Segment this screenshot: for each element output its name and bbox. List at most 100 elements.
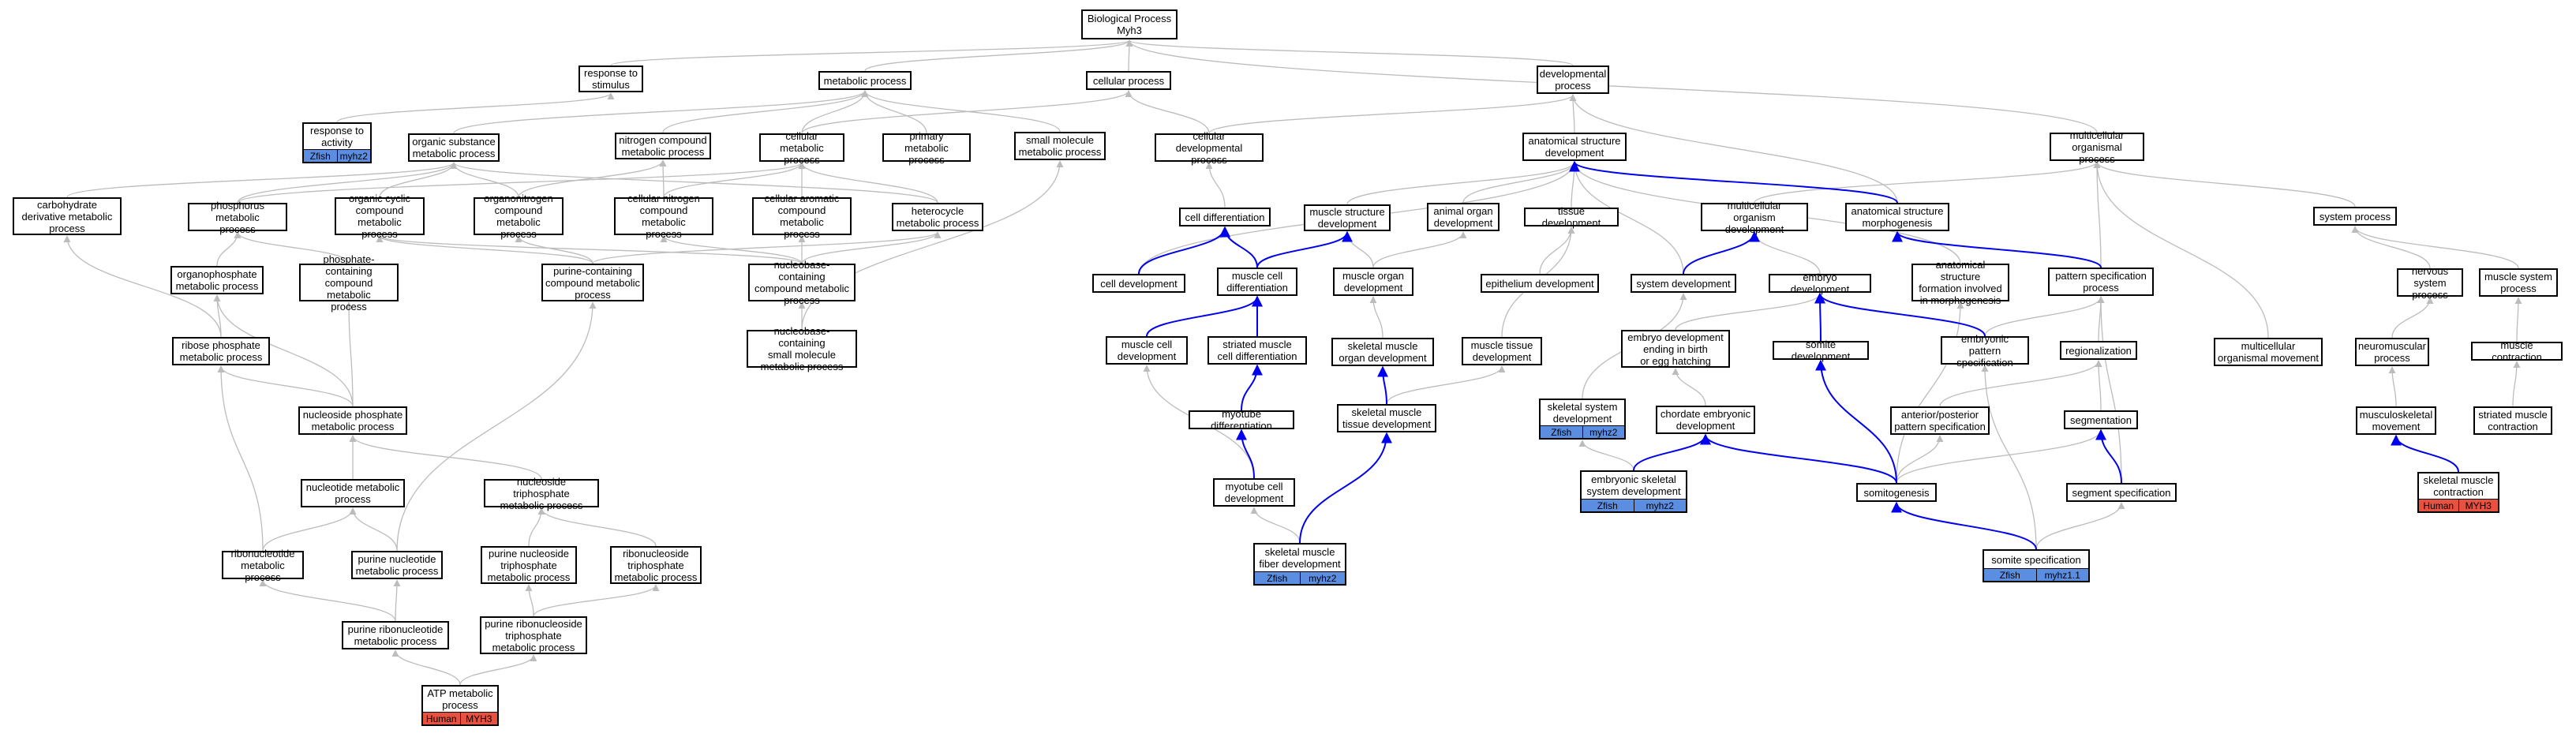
edge-purine_nucleotide-to-nucleotide xyxy=(349,507,398,552)
term-node-anat-morph[interactable]: anatomical structure morphogenesis xyxy=(1845,203,1949,231)
edge-embryo_skel-to-skel_sys_dev xyxy=(1578,440,1634,471)
term-node-nucleoside-tri[interactable]: nucleoside triphosphate metabolic proces… xyxy=(484,476,599,511)
edge-embryo_skel-to-chordate xyxy=(1633,433,1711,471)
term-node-embryo-birth[interactable]: embryo development ending in birth or eg… xyxy=(1621,330,1730,368)
term-node-anim-organ[interactable]: animal organ development xyxy=(1427,203,1500,231)
term-node-carb[interactable]: carbohydrate derivative metabolic proces… xyxy=(13,197,122,235)
term-node-phos-cont[interactable]: phosphate-containing compound metabolic … xyxy=(299,253,399,312)
edge-cell_dev_proc-to-dev_proc xyxy=(1208,94,1577,134)
species-tag: Zfish xyxy=(1582,499,1634,511)
term-node-org-sub[interactable]: organic substance metabolic process xyxy=(408,133,500,162)
term-node-musc-struct[interactable]: muscle structure development xyxy=(1304,204,1391,231)
term-node-nitro[interactable]: nitrogen compound metabolic process xyxy=(615,133,711,159)
edge-purine_cont-to-organonitro xyxy=(515,235,593,264)
term-node-organonitro[interactable]: organonitrogen compound metabolic proces… xyxy=(474,193,564,240)
term-node-nucleoside-phos[interactable]: nucleoside phosphate metabolic process xyxy=(298,406,407,435)
term-node-striated-contr[interactable]: striated muscle contraction xyxy=(2473,406,2552,435)
species-tag: Zfish xyxy=(1255,571,1300,584)
term-node-purine-rns-tri[interactable]: purine ribonucleoside triphosphate metab… xyxy=(480,616,587,654)
term-node-segmentation[interactable]: segmentation xyxy=(2064,410,2138,429)
term-node-myotube-dev[interactable]: myotube cell development xyxy=(1213,478,1295,507)
term-node-embryo-dev[interactable]: embryo development xyxy=(1769,271,1871,295)
edge-prim_met-to-metab xyxy=(861,90,927,134)
term-node-myotube-diff[interactable]: myotube differentiation xyxy=(1189,408,1294,432)
gene-tag: myhz2 xyxy=(336,149,370,162)
term-node-phos[interactable]: phosphorus metabolic process xyxy=(188,200,287,235)
species-tag: Human xyxy=(2419,499,2458,511)
term-node-pattern[interactable]: pattern specification process xyxy=(2048,268,2154,296)
term-node-nucleobase-small[interactable]: nucleobase-containing small molecule met… xyxy=(747,325,857,372)
term-node-multi-org-dev[interactable]: multicellular organism development xyxy=(1701,200,1808,235)
edge-purine_cont-to-org_cyc xyxy=(376,235,593,264)
term-node-striated-diff[interactable]: striated muscle cell differentiation xyxy=(1208,336,1307,365)
term-node-sys-dev[interactable]: system development xyxy=(1631,274,1736,293)
term-node-cell-nitro[interactable]: cellular nitrogen compound metabolic pro… xyxy=(614,193,713,240)
term-node-prim-met[interactable]: primary metabolic process xyxy=(882,130,971,166)
term-node-atp[interactable]: ATP metabolic process xyxy=(421,685,499,712)
term-node-epith[interactable]: epithelium development xyxy=(1481,274,1599,293)
edge-resp_act-to-resp_stim xyxy=(336,92,615,123)
term-node-somite-dev[interactable]: somite development xyxy=(1773,339,1869,362)
term-node-musc-cell-dev[interactable]: muscle cell development xyxy=(1106,336,1188,365)
term-node-nucleotide[interactable]: nucleotide metabolic process xyxy=(301,479,405,507)
edge-metab-to-bp xyxy=(864,39,1133,72)
term-node-cell-proc[interactable]: cellular process xyxy=(1086,71,1171,90)
term-node-chordate[interactable]: chordate embryonic development xyxy=(1656,406,1755,434)
edge-somite_spec-to-segment_spec xyxy=(2035,502,2125,550)
term-node-somite-spec[interactable]: somite specification xyxy=(1983,549,2090,568)
term-node-purine-cont[interactable]: purine-containing compound metabolic pro… xyxy=(541,264,644,301)
term-node-ant-post[interactable]: anterior/posterior pattern specification xyxy=(1890,406,1990,435)
term-node-purine-ns-tri[interactable]: purine nucleoside triphosphate metabolic… xyxy=(481,546,577,584)
gene-tag: MYH3 xyxy=(459,712,497,724)
term-node-purine-ribonucleotide[interactable]: purine ribonucleotide metabolic process xyxy=(342,621,449,649)
term-node-musc-contr[interactable]: muscle contraction xyxy=(2471,339,2563,363)
term-node-cell-dev-proc[interactable]: cellular developmental process xyxy=(1155,130,1264,166)
term-node-skel-sys-dev[interactable]: skeletal system development xyxy=(1539,399,1626,425)
term-node-resp-act[interactable]: response to activity xyxy=(302,122,372,149)
term-node-somitogenesis[interactable]: somitogenesis xyxy=(1856,483,1937,502)
term-node-skel-organ[interactable]: skeletal muscle organ development xyxy=(1331,338,1434,366)
term-node-nerv-sys[interactable]: nervous system process xyxy=(2397,265,2463,301)
term-node-nucleobase-cont[interactable]: nucleobase-containing compound metabolic… xyxy=(748,259,856,306)
term-node-musc-cell-diff[interactable]: muscle cell differentiation xyxy=(1217,268,1297,296)
term-node-small-mol[interactable]: small molecule metabolic process xyxy=(1014,132,1106,160)
term-node-purine-nucleotide[interactable]: purine nucleotide metabolic process xyxy=(351,551,443,579)
term-node-bp[interactable]: Biological Process Myh3 xyxy=(1081,9,1178,39)
term-node-cell-dev[interactable]: cell development xyxy=(1092,274,1185,293)
term-node-ribose[interactable]: ribose phosphate metabolic process xyxy=(172,337,270,365)
term-node-metab[interactable]: metabolic process xyxy=(818,71,912,90)
term-node-org-cyc[interactable]: organic cyclic compound metabolic proces… xyxy=(335,193,425,240)
edge-purine_ribonucleotide-to-purine_nucleotide xyxy=(393,579,401,622)
term-node-cell-arom[interactable]: cellular aromatic compound metabolic pro… xyxy=(752,193,852,240)
term-node-segment-spec[interactable]: segment specification xyxy=(2066,483,2177,502)
term-node-anat-form[interactable]: anatomical structure formation involved … xyxy=(1911,259,2009,306)
term-node-resp-stim[interactable]: response to stimulus xyxy=(578,65,643,92)
term-node-embryo-pattern[interactable]: embryonic pattern specification xyxy=(1941,333,2029,369)
term-node-regional[interactable]: regionalization xyxy=(2060,341,2137,360)
term-node-musc-organ[interactable]: muscle organ development xyxy=(1333,268,1413,296)
term-node-hetero[interactable]: heterocycle metabolic process xyxy=(892,203,983,231)
term-node-ribonucleotide[interactable]: ribonucleotide metabolic process xyxy=(222,548,304,583)
term-node-multi-org[interactable]: multicellular organismal process xyxy=(2050,129,2144,165)
term-node-embryo-skel[interactable]: embryonic skeletal system development xyxy=(1580,470,1687,499)
term-node-skel-contr[interactable]: skeletal muscle contraction xyxy=(2417,472,2499,499)
term-node-multi-move[interactable]: multicellular organismal movement xyxy=(2214,338,2323,366)
term-node-sys-proc[interactable]: system process xyxy=(2313,207,2397,226)
term-node-dev-proc[interactable]: developmental process xyxy=(1537,65,1609,94)
term-node-cell-met[interactable]: cellular metabolic process xyxy=(759,130,844,166)
term-node-skel-tissue[interactable]: skeletal muscle tissue development xyxy=(1337,404,1436,432)
gene-tag: myhz2 xyxy=(1582,425,1624,438)
term-node-cell-diff[interactable]: cell differentiation xyxy=(1179,208,1271,226)
term-node-neuromusc[interactable]: neuromuscular process xyxy=(2355,338,2429,366)
term-node-anat-dev[interactable]: anatomical structure development xyxy=(1522,133,1627,161)
term-node-skel-fiber[interactable]: skeletal muscle fiber development xyxy=(1253,543,1346,571)
term-node-musc-tissue[interactable]: muscle tissue development xyxy=(1462,337,1542,365)
edge-anat_dev-to-dev_proc xyxy=(1569,94,1577,133)
term-node-musc-sys[interactable]: muscle system process xyxy=(2479,268,2558,297)
term-node-organophos[interactable]: organophosphate metabolic process xyxy=(170,266,264,294)
term-node-ribonucleoside-tri[interactable]: ribonucleoside triphosphate metabolic pr… xyxy=(610,546,702,584)
term-node-muscskel-move[interactable]: musculoskeletal movement xyxy=(2356,406,2436,435)
term-node-tissue-dev[interactable]: tissue development xyxy=(1524,205,1619,229)
